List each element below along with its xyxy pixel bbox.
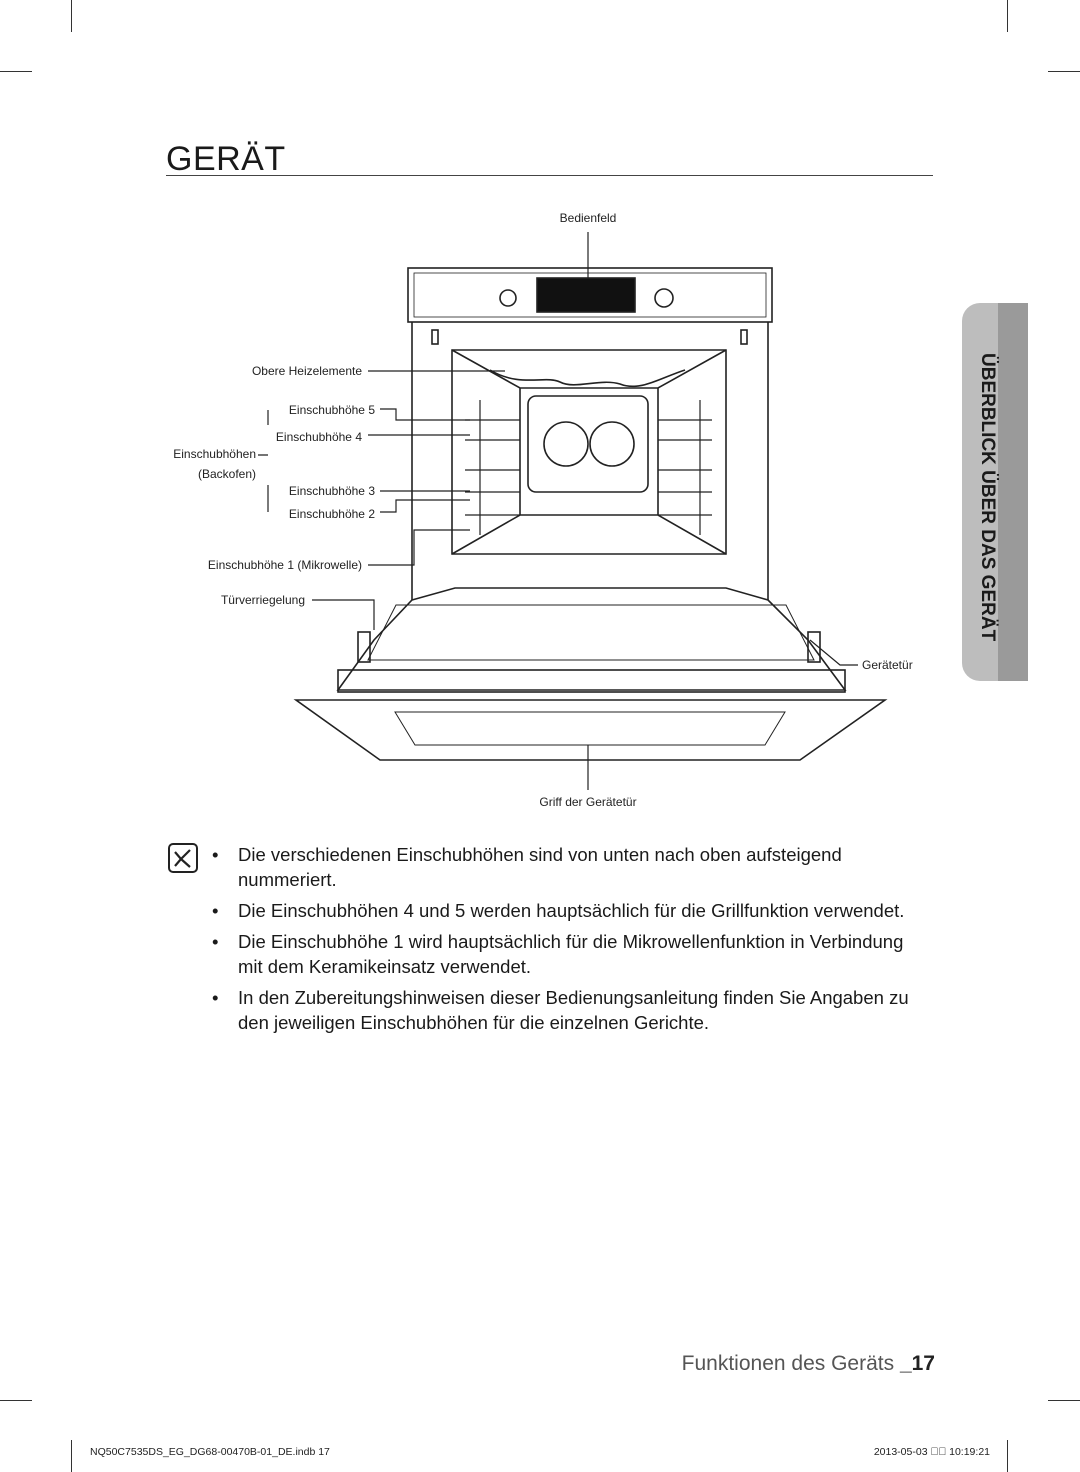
fan-right — [589, 421, 635, 467]
crop-mark — [0, 71, 32, 72]
print-date-info: 2013-05-03 ￿￿ 10:19:21 — [873, 1446, 990, 1458]
label-rack-2: Einschubhöhe 2 — [289, 507, 375, 521]
footer-section-title: Funktionen des Geräts _17 — [682, 1352, 935, 1376]
crop-mark — [0, 1400, 32, 1401]
display — [536, 277, 636, 313]
oven-body — [411, 322, 769, 600]
note-item: In den Zubereitungshinweisen dieser Bedi… — [208, 985, 928, 1035]
control-panel — [407, 267, 773, 323]
oven-door — [336, 587, 847, 691]
title-rule — [166, 175, 933, 176]
crop-mark — [1048, 71, 1080, 72]
note-item: Die Einschubhöhe 1 wird hauptsächlich fü… — [208, 929, 928, 979]
note-item: Die Einschubhöhen 4 und 5 werden hauptsä… — [208, 898, 928, 923]
crop-mark — [71, 0, 72, 32]
label-upper-heating: Obere Heizelemente — [252, 364, 362, 378]
section-side-tab-label: ÜBERBLICK ÜBER DAS GERÄT — [977, 352, 998, 642]
door-lock-left — [357, 631, 371, 663]
label-rack-5: Einschubhöhe 5 — [289, 403, 375, 417]
rack-guides — [465, 400, 712, 535]
label-door-lock: Türverriegelung — [221, 593, 305, 607]
label-rack-group: Einschubhöhen — [173, 447, 256, 461]
door-lock-right — [807, 631, 821, 663]
crop-mark — [71, 1440, 72, 1472]
print-file-info: NQ50C7535DS_EG_DG68-00470B-01_DE.indb 17 — [90, 1446, 330, 1458]
left-dial — [499, 289, 517, 307]
oven-diagram: Bedienfeld Obere Heizelemente Einschubhö… — [173, 211, 913, 809]
right-dial — [654, 288, 674, 308]
label-rack-group-sub: (Backofen) — [198, 467, 256, 481]
label-control-panel: Bedienfeld — [560, 211, 617, 225]
page-title: GERÄT — [166, 140, 286, 178]
fan-left — [543, 421, 589, 467]
upper-heating-element — [489, 369, 686, 388]
oven-cavity — [451, 349, 727, 555]
label-rack-3: Einschubhöhe 3 — [289, 484, 375, 498]
notes-list: Die verschiedenen Einschubhöhen sind von… — [208, 842, 928, 1041]
footer-title-text: Funktionen des Geräts — [681, 1352, 895, 1375]
crop-mark — [1048, 1400, 1080, 1401]
section-side-tab — [962, 303, 1028, 681]
note-item: Die verschiedenen Einschubhöhen sind von… — [208, 842, 928, 892]
label-rack-4: Einschubhöhe 4 — [276, 430, 362, 444]
label-door: Gerätetür — [862, 658, 913, 672]
crop-mark — [1007, 1440, 1008, 1472]
label-rack-1: Einschubhöhe 1 (Mikrowelle) — [208, 558, 362, 572]
label-door-handle: Griff der Gerätetür — [539, 795, 636, 809]
note-icon — [168, 843, 198, 873]
door-handle — [293, 699, 888, 761]
page-number: _17 — [899, 1352, 935, 1375]
crop-mark — [1007, 0, 1008, 32]
